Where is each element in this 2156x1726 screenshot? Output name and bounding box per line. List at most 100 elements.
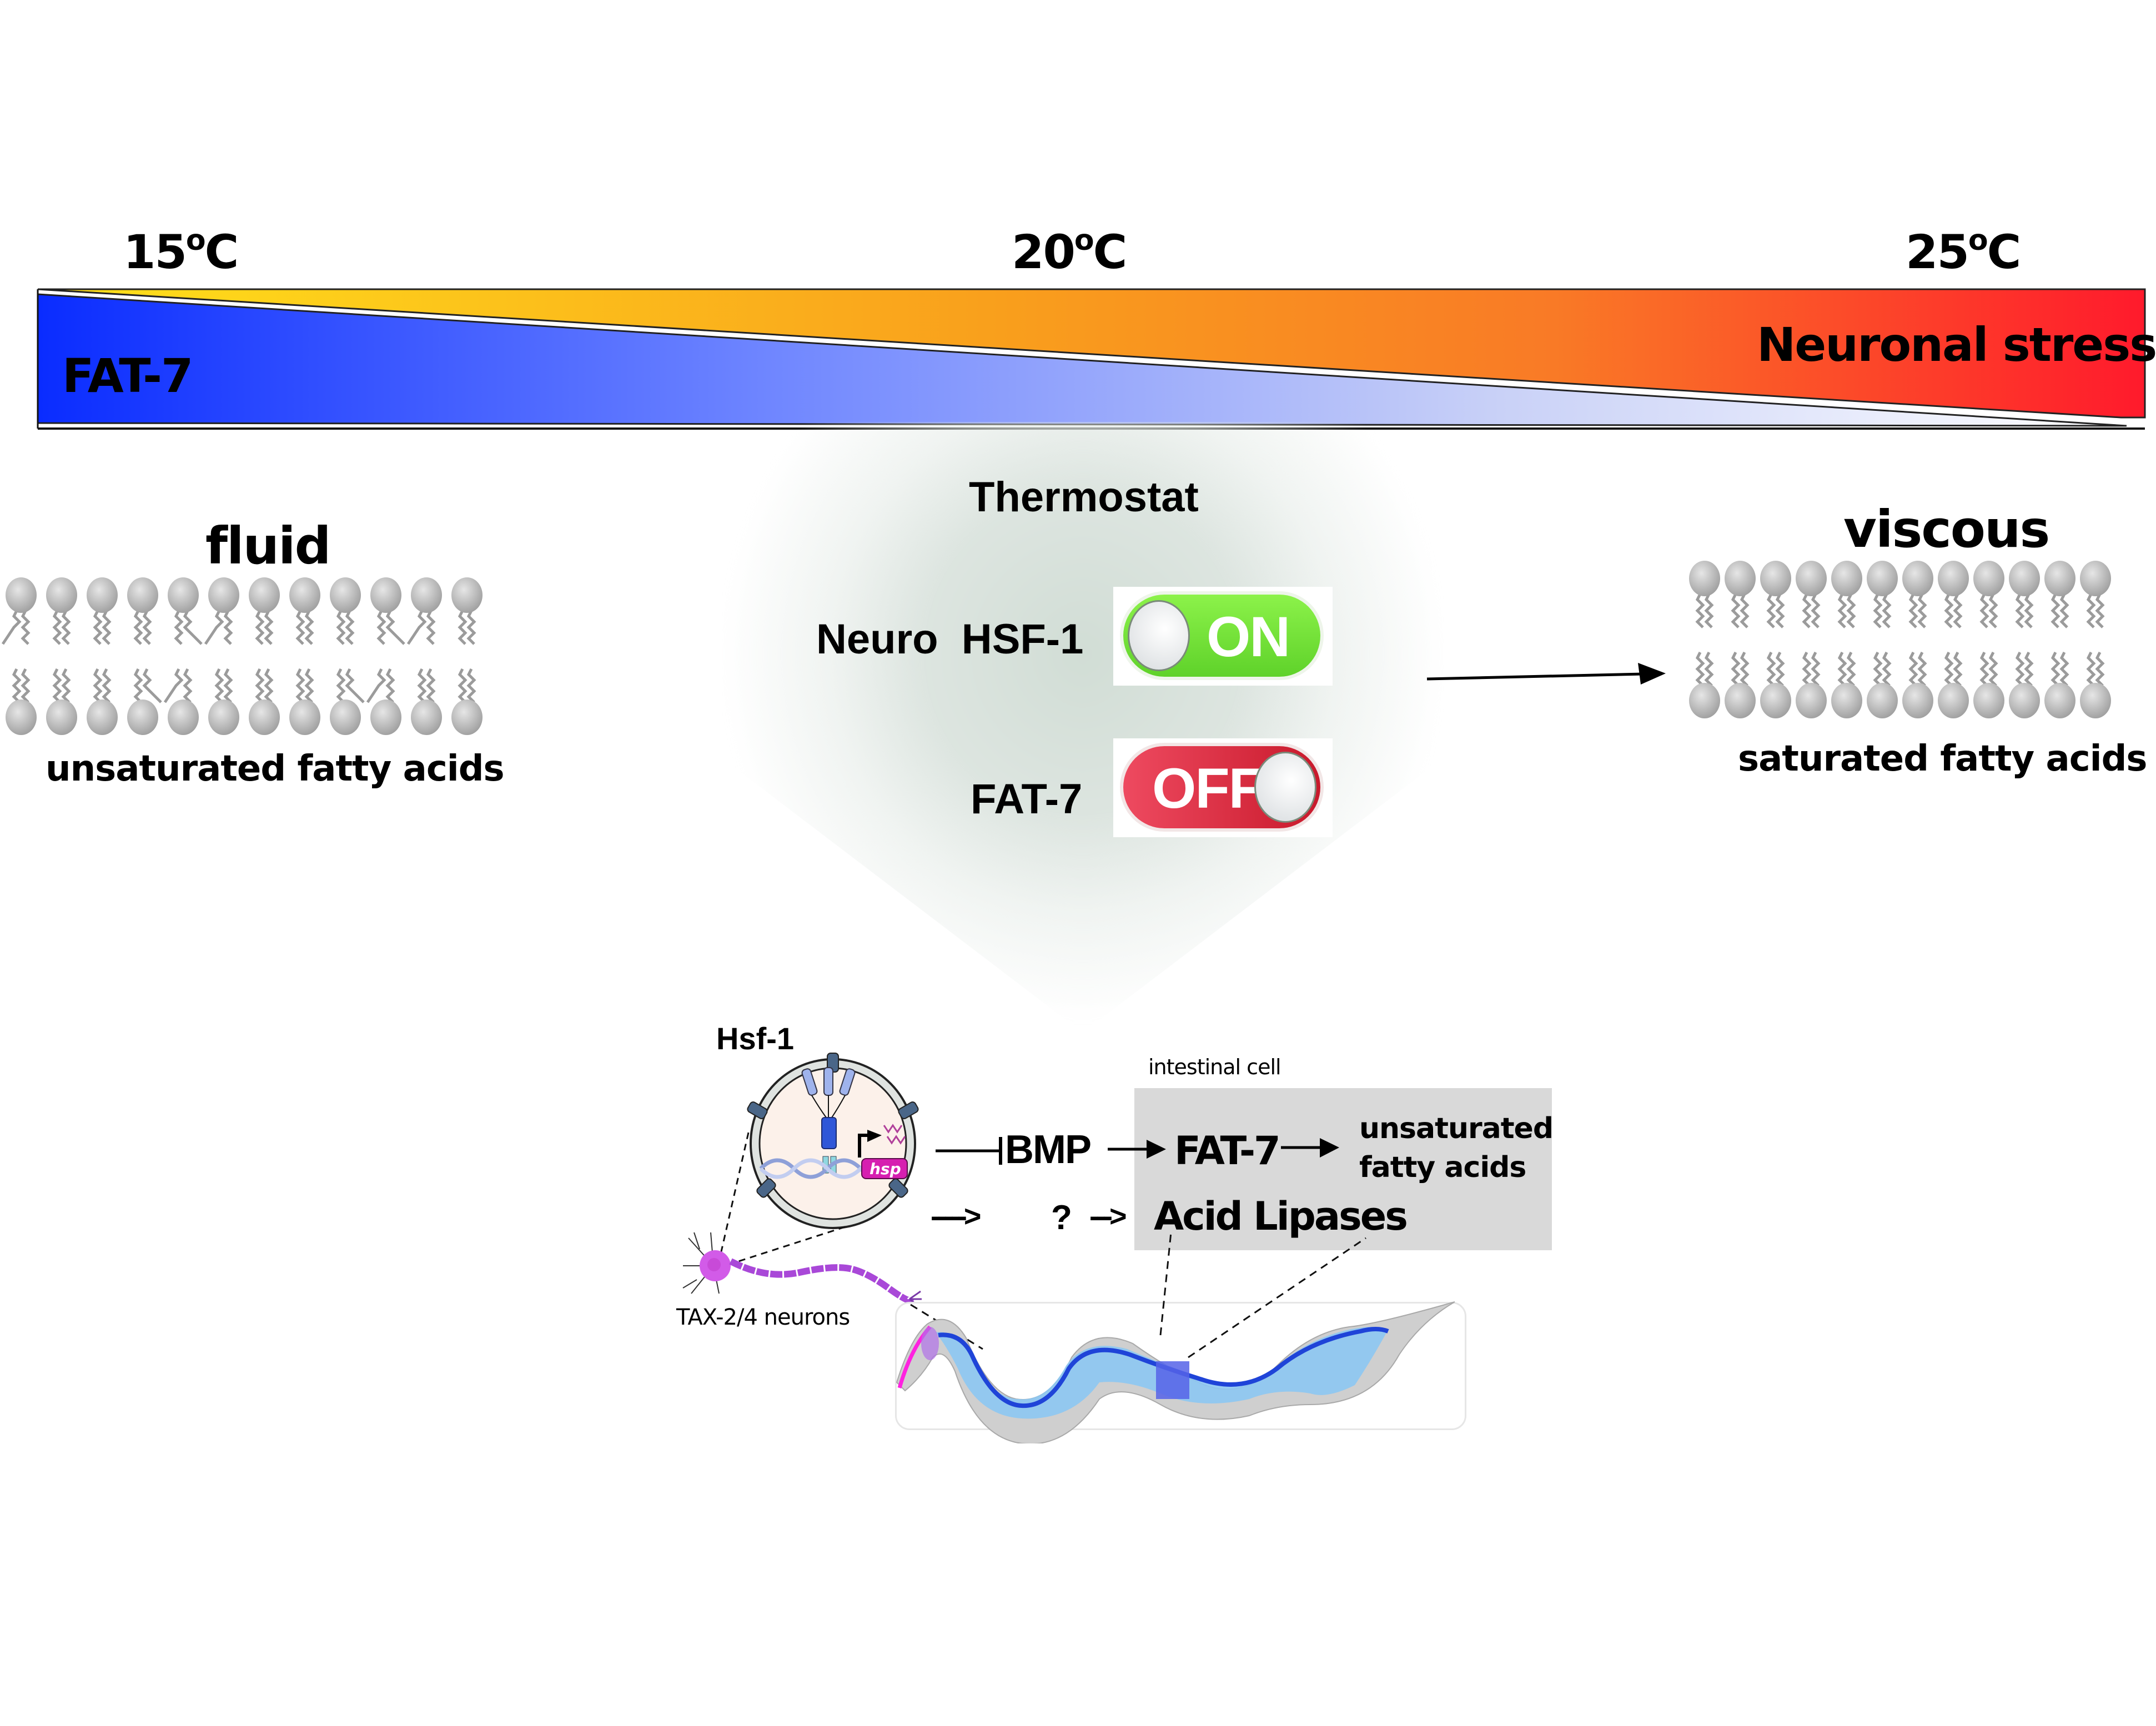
hsf1-switch-label: Neuro HSF-1 xyxy=(816,616,1084,663)
fat7-switch-label: FAT-7 xyxy=(971,776,1083,823)
fat7-gradient-label: FAT-7 xyxy=(62,349,193,403)
toggle-knob xyxy=(1254,752,1316,823)
lipid-molecule xyxy=(46,577,77,735)
dashed-arrow-2: ---> xyxy=(1089,1200,1127,1233)
lipid-head xyxy=(451,577,483,613)
fluid-caption: unsaturated fatty acids xyxy=(46,748,505,789)
fluid-title: fluid xyxy=(205,516,331,576)
lipid-molecule xyxy=(1867,561,1898,718)
lipid-head xyxy=(127,577,158,613)
dashed-arrow-1: -----> xyxy=(931,1200,981,1233)
lipid-molecule xyxy=(2009,561,2040,718)
viscous-caption: saturated fatty acids xyxy=(1738,738,2147,779)
product-line-1: unsaturated xyxy=(1359,1112,1554,1145)
lipid-head xyxy=(1938,683,1969,718)
fat7-pathway-label: FAT-7 xyxy=(1174,1128,1281,1174)
thermostat-title: Thermostat xyxy=(969,474,1199,521)
lipid-head xyxy=(87,700,118,735)
arrow-fat7-to-product xyxy=(1281,1138,1339,1158)
lipid-head xyxy=(249,577,280,613)
temp-value: 25 xyxy=(1906,225,1969,279)
intestinal-cell-label: intestinal cell xyxy=(1148,1055,1281,1079)
lipid-head xyxy=(2044,561,2075,596)
temp-value: 20 xyxy=(1012,225,1076,279)
warm-wedge xyxy=(37,288,2146,419)
hsf1-toggle[interactable]: ON xyxy=(1113,587,1333,686)
lipid-head xyxy=(2009,683,2040,718)
temp-value: 15 xyxy=(123,225,187,279)
temperature-gradient-bar xyxy=(37,288,2146,430)
lipid-head xyxy=(1760,561,1791,596)
lipid-head xyxy=(1902,683,1933,718)
lipid-molecule xyxy=(406,577,442,735)
lipid-head xyxy=(1831,561,1862,596)
temp-label-20: 20oC xyxy=(1012,224,1128,279)
worm-illustration xyxy=(896,1232,1455,1443)
lipid-head xyxy=(1973,683,2004,718)
lipid-molecule xyxy=(127,577,162,735)
lipid-molecule xyxy=(204,577,239,735)
degree-sup: o xyxy=(1968,224,1988,257)
arrow-to-viscous xyxy=(1426,663,1666,685)
lipid-molecule xyxy=(1831,561,1862,718)
lipid-molecule xyxy=(2080,561,2111,718)
lipid-molecule xyxy=(1760,561,1791,718)
temp-label-25: 25oC xyxy=(1906,224,2022,279)
toggle-state-on: ON xyxy=(1207,605,1290,668)
lipid-head xyxy=(2080,683,2111,718)
inhibition-arrow xyxy=(936,1137,1002,1165)
temp-unit: C xyxy=(1093,225,1128,279)
lipid-head xyxy=(370,700,401,735)
toggle-track-on: ON xyxy=(1123,595,1320,677)
lipid-head xyxy=(1689,683,1720,718)
neuronal-stress-label: Neuronal stress xyxy=(1757,318,2156,372)
lipid-molecule xyxy=(330,577,365,735)
lipid-head xyxy=(6,577,37,613)
toggle-knob xyxy=(1128,600,1190,671)
lipid-head xyxy=(168,577,199,613)
lipid-head xyxy=(46,577,77,613)
lipid-head xyxy=(451,700,483,735)
lipid-head xyxy=(1973,561,2004,596)
acid-lipases-label: Acid Lipases xyxy=(1154,1194,1408,1239)
degree-sup: o xyxy=(1074,224,1094,257)
lipid-head xyxy=(249,700,280,735)
lipid-head xyxy=(1831,683,1862,718)
unsaturated-fa-product: unsaturated fatty acids xyxy=(1359,1109,1554,1187)
neuron-label: TAX-2/4 neurons xyxy=(676,1305,850,1330)
lipid-molecule xyxy=(2044,561,2075,718)
lipid-head xyxy=(1902,561,1933,596)
toggle-state-off: OFF xyxy=(1152,757,1263,820)
lipid-molecule xyxy=(366,577,405,735)
fluid-membrane xyxy=(1,577,483,735)
fat7-toggle[interactable]: OFF xyxy=(1113,738,1333,837)
lipid-head xyxy=(1867,683,1898,718)
bmp-label: BMP xyxy=(1005,1128,1092,1172)
lipid-molecule xyxy=(87,577,118,735)
toggle-track-off: OFF xyxy=(1123,746,1320,828)
nucleus-illustration: hsp xyxy=(747,1053,919,1229)
viscous-title: viscous xyxy=(1843,500,2050,559)
lipid-head xyxy=(1760,683,1791,718)
arrow-bmp-to-fat7 xyxy=(1108,1140,1166,1159)
neuron-illustration xyxy=(682,1132,922,1308)
lipid-head xyxy=(168,700,199,735)
lipid-head xyxy=(1725,683,1756,718)
lipid-head xyxy=(1938,561,1969,596)
lipid-head xyxy=(46,700,77,735)
lipid-molecule xyxy=(163,577,203,735)
viscous-membrane xyxy=(1689,561,2111,718)
degree-sup: o xyxy=(185,224,206,257)
lipid-head xyxy=(411,577,442,613)
lipid-molecule xyxy=(289,577,320,735)
intestinal-cell-box xyxy=(1134,1088,1552,1250)
temp-unit: C xyxy=(1987,225,2022,279)
lipid-head xyxy=(1725,561,1756,596)
lipid-head xyxy=(208,577,239,613)
lipid-head xyxy=(1689,561,1720,596)
lipid-molecule xyxy=(1796,561,1827,718)
lipid-molecule xyxy=(1973,561,2004,718)
lipid-head xyxy=(1867,561,1898,596)
lipid-molecule xyxy=(1938,561,1969,718)
lipid-molecule xyxy=(1725,561,1756,718)
